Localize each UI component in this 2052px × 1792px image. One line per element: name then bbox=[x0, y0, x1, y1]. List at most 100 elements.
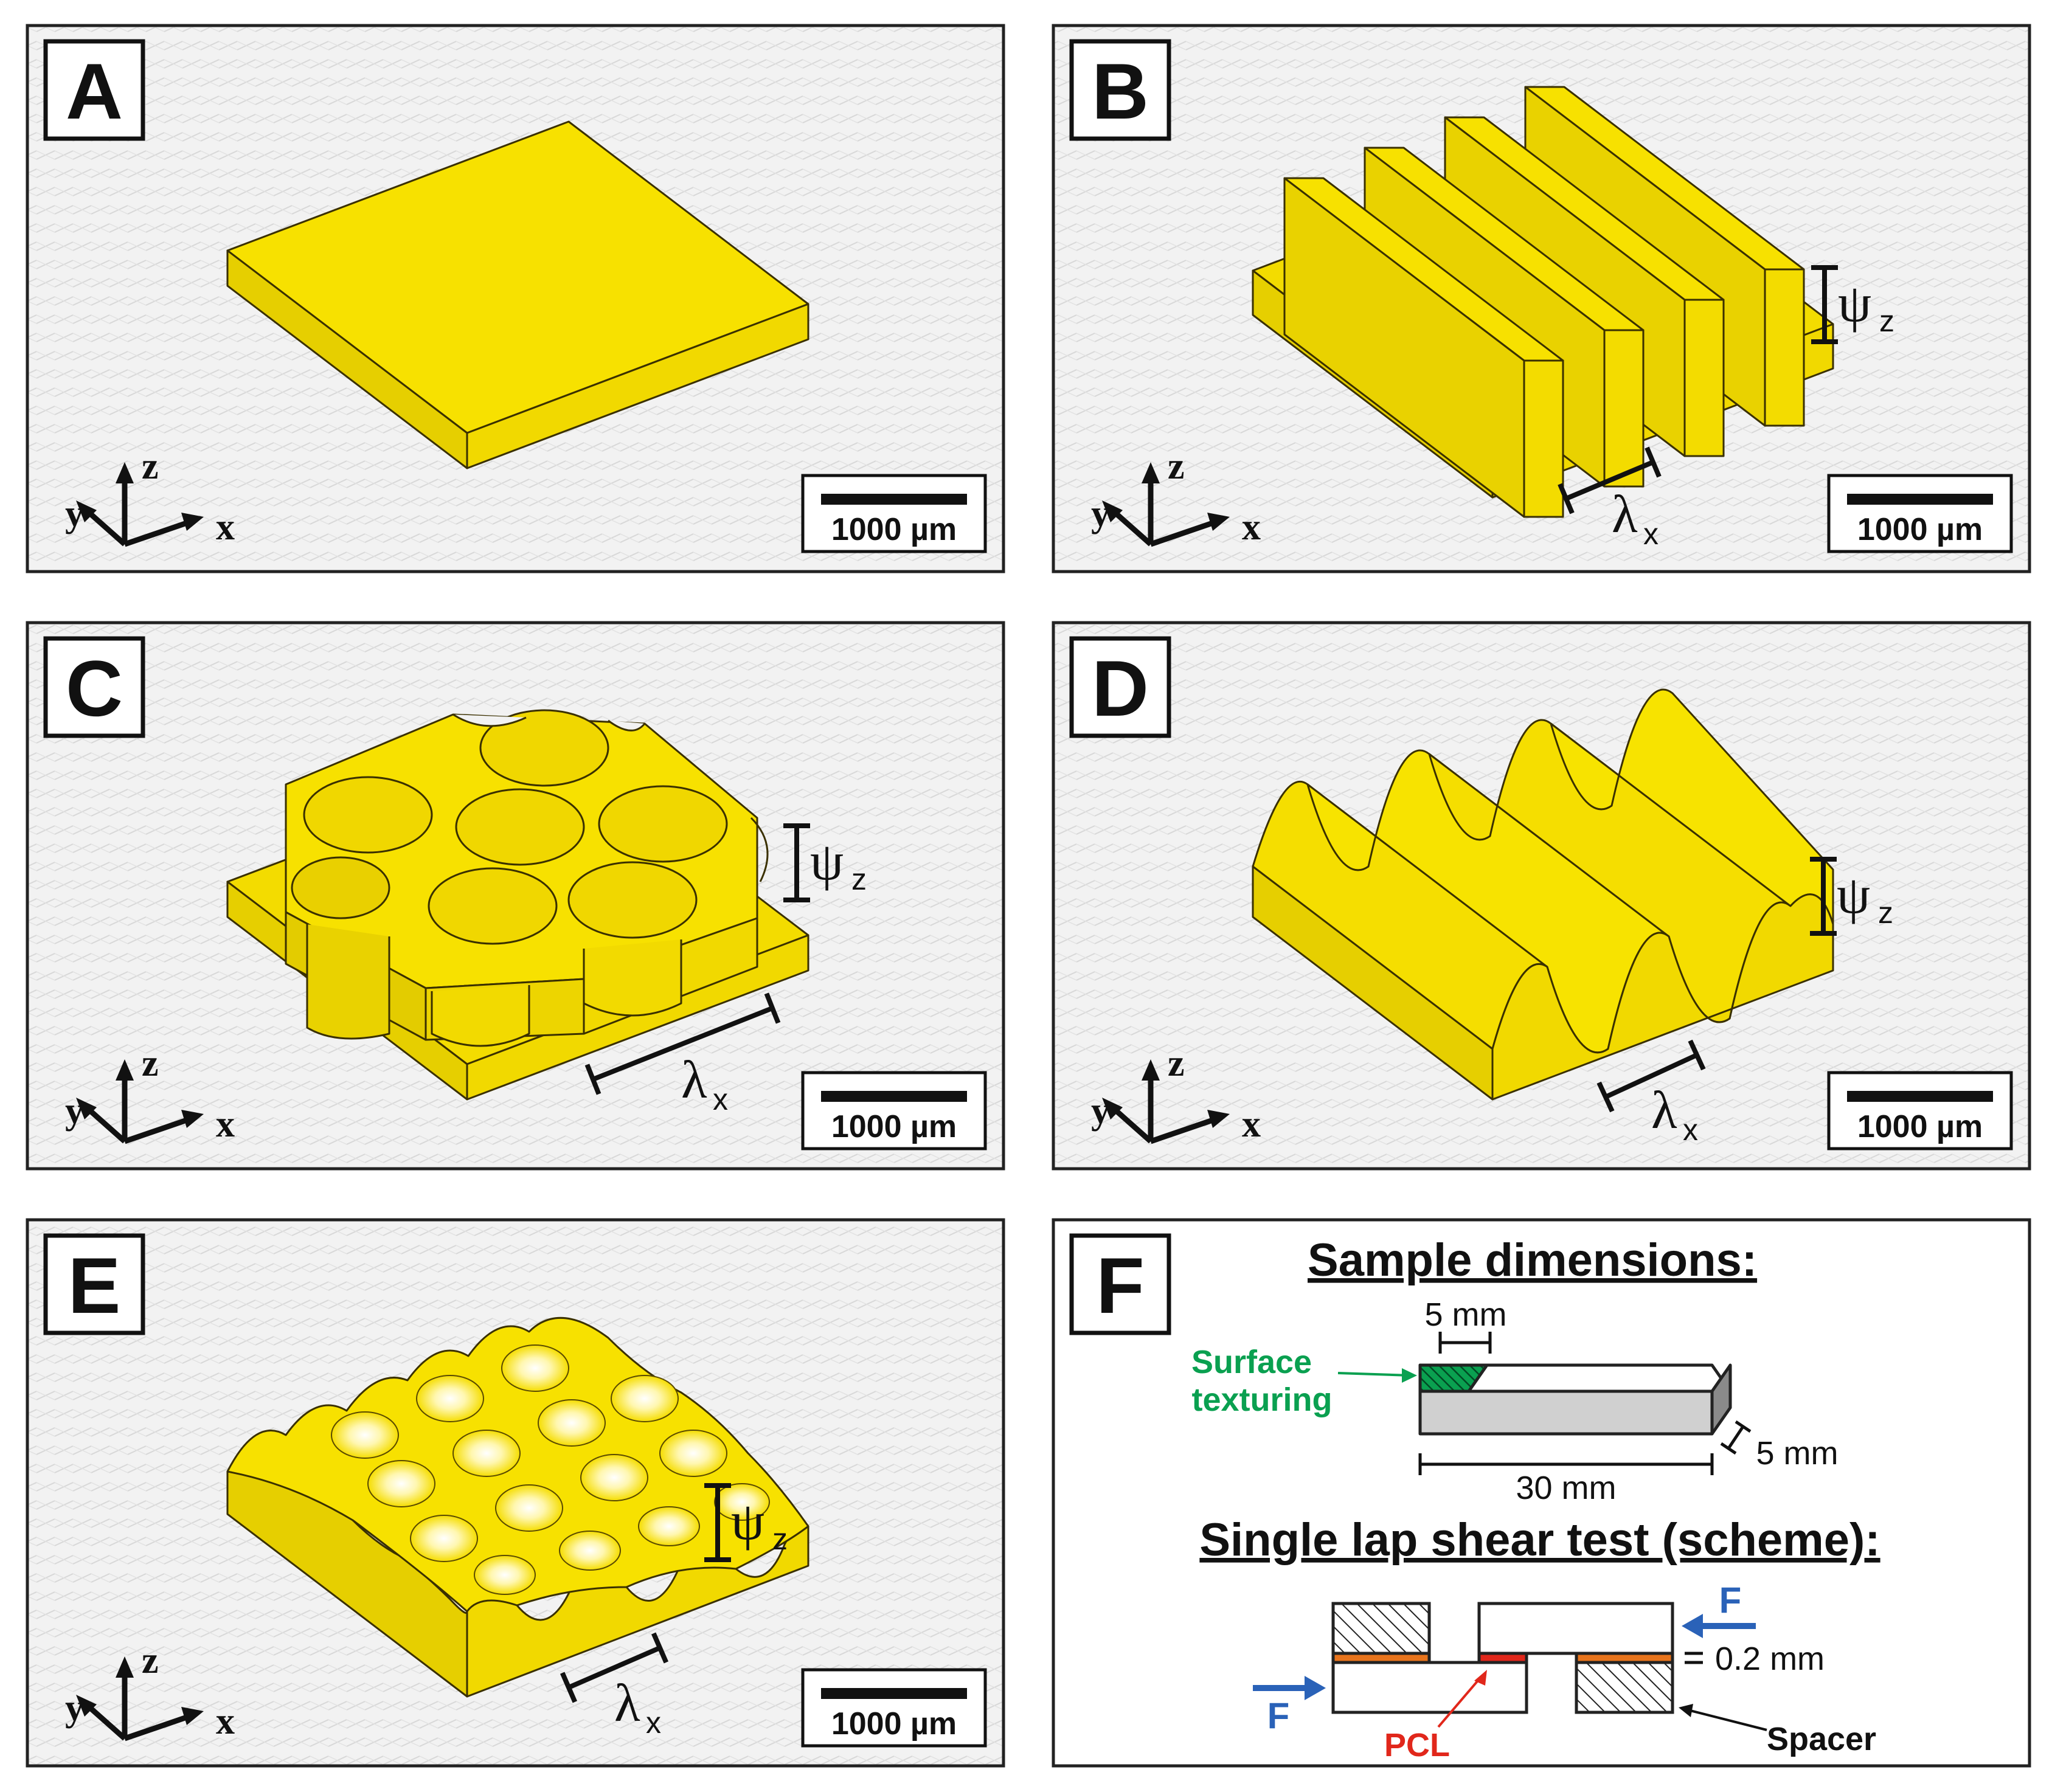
spacer-right bbox=[1575, 1661, 1674, 1714]
axis-x-label-e: x bbox=[216, 1701, 235, 1742]
lambda-e-subscript: x bbox=[646, 1706, 661, 1740]
force-label-left: F bbox=[1267, 1695, 1290, 1736]
axis-y-label-b: y bbox=[1091, 493, 1110, 534]
spacer-arrow bbox=[1679, 1704, 1767, 1731]
psi-d-symbol: ψ bbox=[1837, 866, 1870, 925]
panel-f-label-box bbox=[1069, 1233, 1171, 1335]
orange-layer-left bbox=[1331, 1652, 1431, 1664]
axis-y-label-c: y bbox=[65, 1090, 84, 1132]
axis-x-label-d: x bbox=[1242, 1104, 1261, 1145]
panel-a-label: A bbox=[66, 47, 123, 136]
axis-z-label-c: z bbox=[142, 1043, 159, 1084]
dim-length-marker bbox=[1418, 1453, 1714, 1475]
lambda-d-symbol: λ bbox=[1651, 1081, 1677, 1140]
gap-marker bbox=[1685, 1652, 1703, 1664]
lambda-e-symbol: λ bbox=[614, 1674, 640, 1733]
spacer-left bbox=[1331, 1602, 1431, 1655]
pcl-arrow bbox=[1437, 1670, 1487, 1728]
psi-e-subscript: z bbox=[772, 1522, 788, 1556]
lambda-b-subscript: x bbox=[1643, 517, 1659, 551]
axes-b: z x y bbox=[1091, 446, 1261, 548]
panel-c-label: C bbox=[66, 644, 123, 733]
psi-d-subscript: z bbox=[1878, 896, 1893, 930]
surface-texturing-line2: texturing bbox=[1191, 1382, 1332, 1418]
axis-z-label-b: z bbox=[1168, 446, 1185, 487]
scale-bar-b: 1000 µm bbox=[1827, 474, 2013, 553]
upper-adherend bbox=[1477, 1602, 1674, 1655]
panel-b-label: B bbox=[1092, 47, 1149, 136]
psi-b-subscript: z bbox=[1879, 304, 1894, 338]
orange-layer-right bbox=[1575, 1652, 1674, 1664]
panel-e-label-box bbox=[43, 1233, 145, 1335]
panel-d-label: D bbox=[1092, 644, 1149, 733]
scale-bar-e: 1000 µm bbox=[801, 1668, 987, 1748]
dim-top-marker bbox=[1438, 1332, 1492, 1354]
scale-bar-d: 1000 µm bbox=[1827, 1071, 2013, 1150]
panel-f-frame bbox=[1052, 1218, 2031, 1768]
panel-b-label-box bbox=[1069, 39, 1171, 141]
lambda-c-subscript: x bbox=[713, 1082, 728, 1116]
panel-c-label-box bbox=[43, 636, 145, 738]
dimple-block bbox=[226, 709, 809, 1101]
egg-box-highlights bbox=[331, 1344, 770, 1595]
scale-bar-label-d: 1000 µm bbox=[1857, 1109, 1983, 1144]
lap-shear-scheme bbox=[1331, 1602, 1674, 1714]
panel-d-label-box bbox=[1069, 636, 1171, 738]
grooved-block bbox=[1252, 86, 1834, 518]
panel-a-label-box bbox=[43, 39, 145, 141]
axis-y-label-d: y bbox=[1091, 1090, 1110, 1132]
flat-block bbox=[226, 120, 809, 469]
psi-e-symbol: ψ bbox=[731, 1492, 764, 1551]
scale-bar-label-b: 1000 µm bbox=[1857, 512, 1983, 547]
lambda-b-symbol: λ bbox=[1612, 485, 1638, 544]
lambda-c-symbol: λ bbox=[681, 1051, 707, 1110]
axis-x-label-b: x bbox=[1242, 507, 1261, 548]
panel-f-label: F bbox=[1096, 1241, 1144, 1330]
psi-c-subscript: z bbox=[851, 862, 867, 896]
surface-arrow bbox=[1337, 1368, 1417, 1383]
pcl-layer bbox=[1477, 1652, 1528, 1664]
scale-bar-label-c: 1000 µm bbox=[831, 1109, 957, 1144]
lap-shear-title: Single lap shear test (scheme): bbox=[1199, 1514, 1880, 1566]
lower-adherend bbox=[1331, 1661, 1528, 1714]
annotations: z x y 1000 µm z x y 1000 µm z x y 1000 µm z x y 1000 µm… bbox=[65, 265, 2013, 1748]
scale-bar-a: 1000 µm bbox=[801, 474, 987, 553]
pcl-label: PCL bbox=[1384, 1727, 1450, 1763]
scale-bar-label-a: 1000 µm bbox=[831, 512, 957, 547]
axis-z-label-a: z bbox=[142, 446, 159, 487]
axis-x-label-c: x bbox=[216, 1104, 235, 1145]
axis-z-label-e: z bbox=[142, 1640, 159, 1681]
dim-side-marker bbox=[1720, 1420, 1752, 1455]
lambda-d-subscript: x bbox=[1683, 1113, 1698, 1147]
axis-z-label-d: z bbox=[1168, 1043, 1185, 1084]
panel-e-label: E bbox=[68, 1241, 121, 1330]
axis-y-label-e: y bbox=[65, 1687, 84, 1729]
axes-c: z x y bbox=[65, 1043, 235, 1145]
dim-length-label: 30 mm bbox=[1516, 1470, 1616, 1506]
sinus-block bbox=[1252, 688, 1834, 1101]
psi-c-symbol: ψ bbox=[810, 832, 844, 891]
axes-e: z x y bbox=[65, 1640, 235, 1742]
axes-a: z x y bbox=[65, 446, 235, 548]
dim-side-label: 5 mm bbox=[1756, 1435, 1839, 1472]
force-arrow-right bbox=[1682, 1614, 1756, 1638]
dim-top-label: 5 mm bbox=[1425, 1296, 1507, 1333]
gap-label: 0.2 mm bbox=[1715, 1641, 1825, 1677]
panel-f: F Sample dimensions: 5 mm Surface textur… bbox=[1052, 1218, 2031, 1768]
axis-x-label-a: x bbox=[216, 507, 235, 548]
sample-dimensions-title: Sample dimensions: bbox=[1308, 1234, 1757, 1286]
psi-b-symbol: ψ bbox=[1838, 274, 1871, 333]
force-arrow-left bbox=[1253, 1676, 1326, 1700]
axis-y-label-a: y bbox=[65, 493, 84, 534]
force-label-right: F bbox=[1719, 1580, 1742, 1621]
surface-texturing-line1: Surface bbox=[1191, 1344, 1312, 1380]
